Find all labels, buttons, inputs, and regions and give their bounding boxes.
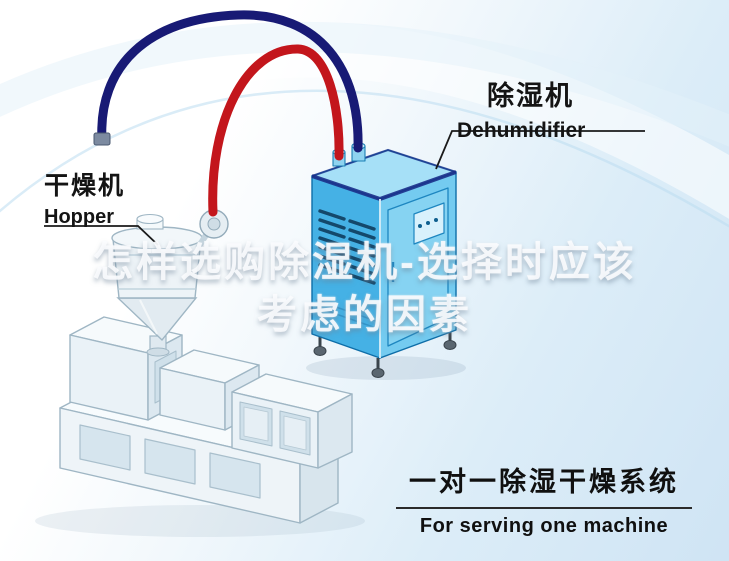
overlay-headline: 怎样选购除湿机-选择时应该 考虑的因素 (0, 236, 729, 341)
hopper-label: 干燥机 Hopper (44, 166, 125, 229)
caster-wheels (313, 330, 457, 378)
dehumidifier-shadow (306, 356, 466, 380)
overlay-headline-line2: 考虑的因素 (257, 293, 472, 338)
overlay-headline-line1: 怎样选购除湿机-选择时应该 (92, 239, 637, 285)
dehumidifier-label-zh: 除湿机 (487, 81, 574, 111)
hose-end-fitting (93, 132, 111, 146)
hopper-label-zh: 干燥机 (44, 172, 126, 200)
hoses (93, 10, 363, 217)
hopper-leader-line (44, 225, 159, 246)
system-caption: 一对一除湿干燥系统 For serving one machine (396, 460, 692, 538)
hopper-blower (195, 209, 229, 250)
dehumidifier-label-en: Dehumidifier (457, 119, 586, 142)
hopper-dryer (111, 213, 203, 357)
hopper-label-en: Hopper (44, 206, 114, 228)
red-hose (208, 44, 344, 217)
vent-grill (318, 209, 376, 285)
navy-hose (97, 10, 363, 153)
dehumidifier-label: 除湿机 Dehumidifier (457, 74, 585, 143)
leader-lines (44, 130, 645, 246)
injection-molding-machine (59, 316, 353, 524)
system-caption-zh: 一对一除湿干燥系统 (396, 460, 692, 509)
system-caption-en: For serving one machine (419, 515, 669, 537)
dehumidifier-leader-line (435, 130, 645, 170)
